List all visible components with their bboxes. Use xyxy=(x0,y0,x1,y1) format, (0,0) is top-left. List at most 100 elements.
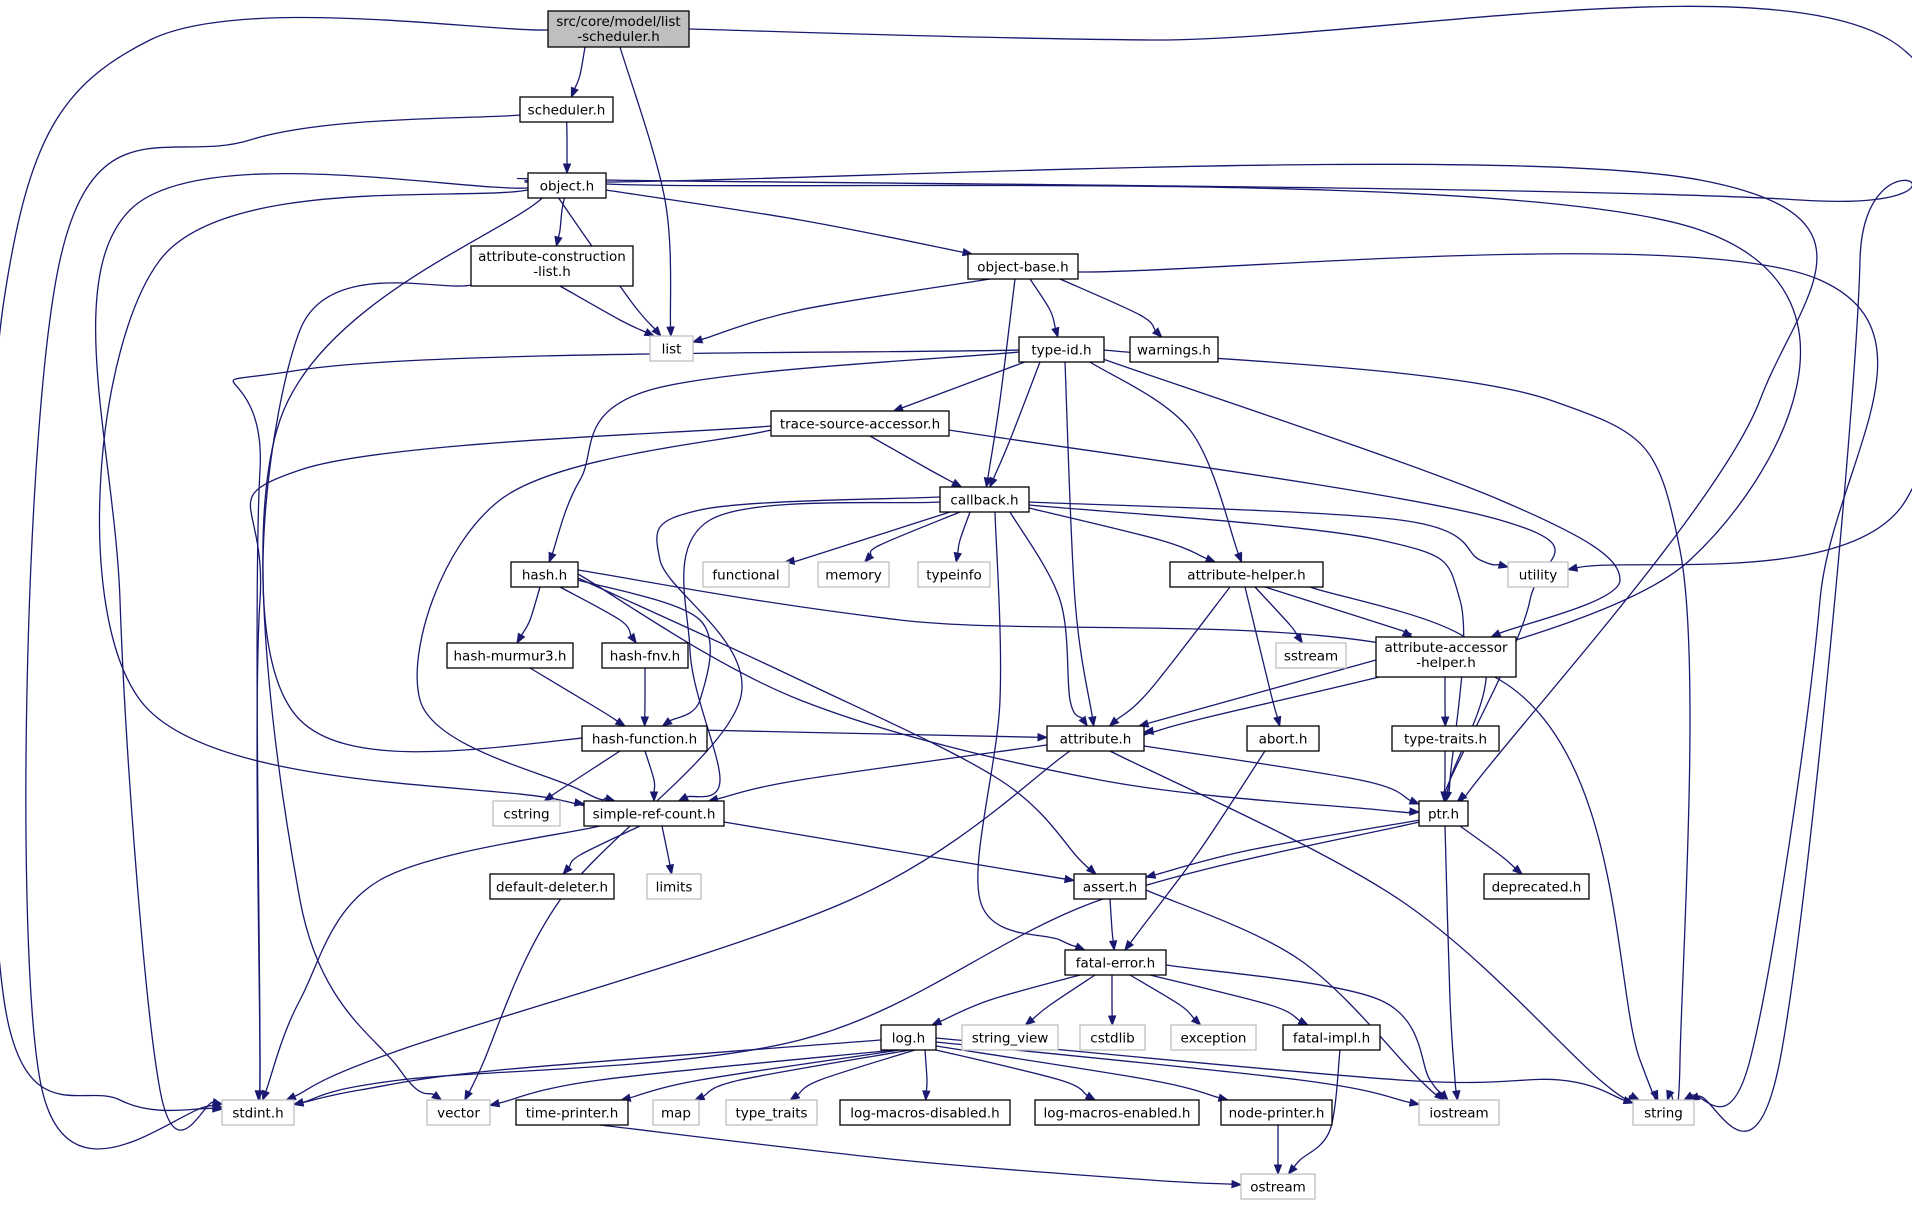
edge-arrowhead-string xyxy=(1622,1096,1635,1105)
node-box-memory xyxy=(817,561,890,588)
node-logdisabled[interactable]: log-macros-disabled.h xyxy=(839,1099,1011,1126)
node-log[interactable]: log.h xyxy=(880,1024,937,1051)
edge-log-to-stdint xyxy=(302,1037,910,1104)
node-box-log xyxy=(880,1024,937,1051)
node-label-deleter: default-deleter.h xyxy=(496,880,608,896)
node-label-map: map xyxy=(661,1106,691,1122)
node-label-list: list xyxy=(662,342,682,358)
node-fatalerror[interactable]: fatal-error.h xyxy=(1064,949,1167,976)
node-trace[interactable]: trace-source-accessor.h xyxy=(770,410,950,437)
node-box-hashfunc xyxy=(581,725,708,752)
node-box-timeprinter xyxy=(515,1099,629,1126)
edge-arrowhead-map xyxy=(693,1092,706,1101)
node-box-functional xyxy=(702,561,790,588)
edge-arrowhead-list xyxy=(691,335,704,344)
node-ptr[interactable]: ptr.h xyxy=(1418,800,1469,827)
node-label-utility: utility xyxy=(1519,568,1557,584)
node-box-limits xyxy=(646,873,702,900)
edge-callback-to-attrhelper xyxy=(1018,505,1208,560)
edge-arrowhead-ostream xyxy=(1273,1164,1283,1176)
node-abort[interactable]: abort.h xyxy=(1246,725,1320,752)
node-label-typetraits: type-traits.h xyxy=(1404,732,1487,748)
edge-objbase-to-list xyxy=(701,276,1005,341)
node-label-ostream: ostream xyxy=(1250,1180,1306,1196)
edge-assert-to-iostream xyxy=(1134,884,1438,1096)
node-label-murmur: hash-murmur3.h xyxy=(453,649,566,665)
node-attribute[interactable]: attribute.h xyxy=(1046,725,1145,752)
node-objbase[interactable]: object-base.h xyxy=(967,253,1079,280)
node-label-trace: trace-source-accessor.h xyxy=(780,417,940,433)
node-root[interactable]: src/core/model/list-scheduler.h xyxy=(547,10,690,48)
edge-object-to-vector xyxy=(262,182,562,1096)
edge-arrowhead-assert xyxy=(1085,864,1097,875)
edge-objbase-to-warnings xyxy=(1053,275,1156,332)
edge-typeid-to-accessor xyxy=(1070,347,1621,634)
node-box-cstring xyxy=(492,800,561,827)
node-box-typetraitsstd xyxy=(725,1099,818,1126)
node-limits: limits xyxy=(646,873,702,900)
node-murmur[interactable]: hash-murmur3.h xyxy=(446,642,574,669)
node-label-hashfunc: hash-function.h xyxy=(592,732,697,748)
node-deleter[interactable]: default-deleter.h xyxy=(489,873,615,900)
node-warnings[interactable]: warnings.h xyxy=(1129,336,1219,363)
node-functional: functional xyxy=(702,561,790,588)
edge-typeid-to-attribute xyxy=(1063,343,1093,718)
node-typetraits[interactable]: type-traits.h xyxy=(1391,725,1500,752)
edge-ptr-to-iostream xyxy=(1443,812,1458,1092)
node-attrcons[interactable]: attribute-construction-list.h xyxy=(470,245,634,287)
edge-arrowhead-ptr xyxy=(1440,791,1449,803)
node-box-deleter xyxy=(489,873,615,900)
node-hashfunc[interactable]: hash-function.h xyxy=(581,725,708,752)
node-accessor[interactable]: attribute-accessor-helper.h xyxy=(1375,636,1517,678)
edge-arrowhead-fatalerror xyxy=(1124,939,1135,952)
node-box-logdisabled xyxy=(839,1099,1011,1126)
node-label-typeinfo: typeinfo xyxy=(926,568,981,584)
node-box-attribute xyxy=(1046,725,1145,752)
node-simpleref[interactable]: simple-ref-count.h xyxy=(583,800,725,827)
node-scheduler[interactable]: scheduler.h xyxy=(519,96,614,123)
node-timeprinter[interactable]: time-printer.h xyxy=(515,1099,629,1126)
node-callback[interactable]: callback.h xyxy=(939,486,1030,513)
node-label-deprecated: deprecated.h xyxy=(1492,880,1582,896)
edge-arrowhead-cstring xyxy=(543,792,555,802)
node-box-warnings xyxy=(1129,336,1219,363)
edge-arrowhead-logdisabled xyxy=(922,1090,931,1102)
edge-arrowhead-string xyxy=(1650,1089,1659,1102)
edge-hashfunc-to-cstring xyxy=(551,747,626,797)
node-label-cstdlib: cstdlib xyxy=(1090,1031,1134,1047)
dependency-nodes: src/core/model/list-scheduler.h scheduler… xyxy=(221,10,1695,1200)
edge-objbase-to-string xyxy=(1022,253,1879,1108)
node-nodeprinter[interactable]: node-printer.h xyxy=(1220,1099,1333,1126)
node-label-logdisabled: log-macros-disabled.h xyxy=(850,1106,999,1122)
edge-accessor-to-attribute xyxy=(1139,654,1393,727)
edge-arrowhead-fatalimpl xyxy=(1297,1016,1310,1026)
edge-ptr-to-assert xyxy=(1154,817,1433,876)
node-cstdlib: cstdlib xyxy=(1079,1024,1146,1051)
edge-attrcons-to-list xyxy=(554,282,647,333)
node-attrhelper[interactable]: attribute-helper.h xyxy=(1169,561,1324,588)
node-object[interactable]: object.h xyxy=(527,172,607,199)
node-fatalimpl[interactable]: fatal-impl.h xyxy=(1282,1024,1381,1051)
node-box-scheduler xyxy=(519,96,614,123)
node-box-vector xyxy=(426,1099,491,1126)
node-logenabled[interactable]: log-macros-enabled.h xyxy=(1034,1099,1200,1126)
node-label-limits: limits xyxy=(656,880,693,896)
edge-typetraits-to-ptr xyxy=(1443,748,1446,793)
edge-attrhelper-to-accessor xyxy=(1254,583,1412,635)
node-typeid[interactable]: type-id.h xyxy=(1018,336,1105,363)
edge-typeid-to-callback xyxy=(992,355,1043,479)
edge-arrowhead-memory xyxy=(863,552,875,564)
edge-object-to-string xyxy=(517,177,1912,1132)
edge-arrowhead-limits xyxy=(665,863,674,876)
edge-arrowhead-string xyxy=(1682,1091,1695,1101)
edge-callback-to-utility xyxy=(1000,500,1500,566)
node-hash[interactable]: hash.h xyxy=(510,561,579,588)
node-fnv[interactable]: hash-fnv.h xyxy=(601,642,689,669)
node-assert[interactable]: assert.h xyxy=(1073,873,1147,900)
node-box-exception xyxy=(1170,1024,1257,1051)
edge-hash-to-fnv xyxy=(554,583,632,637)
edge-arrowhead-attribute xyxy=(1142,726,1154,736)
edge-arrowhead-vector xyxy=(464,1089,473,1102)
node-box-list xyxy=(649,335,694,362)
node-deprecated[interactable]: deprecated.h xyxy=(1483,873,1590,900)
